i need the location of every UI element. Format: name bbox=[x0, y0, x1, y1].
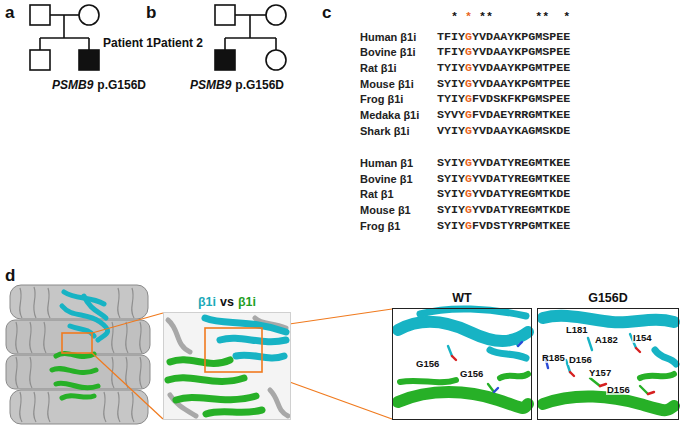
mutant-panel: G156DL181A182I154R185D156Y157D156 bbox=[537, 308, 679, 420]
mutated-residue: G bbox=[465, 31, 472, 44]
sequence-fragment: VYIY bbox=[437, 125, 465, 138]
panel-heading-row: β1i vs β1i bbox=[144, 292, 310, 310]
conservation-star: * bbox=[451, 11, 458, 24]
residue-label: Y157 bbox=[588, 368, 612, 378]
mutated-residue: G bbox=[465, 220, 472, 233]
mutated-residue: G bbox=[465, 204, 472, 217]
species-name: Human β1i bbox=[360, 31, 416, 44]
sequence-fragment: YVDATYREGMTKEE bbox=[472, 157, 570, 170]
pedigree-a bbox=[30, 5, 99, 70]
mutated-residue: G bbox=[465, 93, 472, 106]
patient-label: Patient 1 bbox=[103, 37, 153, 51]
sequence-fragment: YVDAAYKPGMSPEE bbox=[472, 46, 570, 59]
panel-letter: b bbox=[146, 3, 156, 23]
sequence-fragment: SYIY bbox=[437, 188, 465, 201]
mutated-residue: G bbox=[465, 125, 472, 138]
variant-label: p.G156D bbox=[235, 79, 284, 93]
wt-panel: WTG156G156 bbox=[392, 308, 532, 420]
species-name: Human β1 bbox=[360, 157, 413, 170]
panel-heading: β1i bbox=[198, 295, 216, 309]
sequence-fragment: SYIY bbox=[437, 78, 465, 91]
conservation-star: ** bbox=[535, 11, 549, 24]
sequence-fragment: SYIY bbox=[437, 157, 465, 170]
species-name: Rat β1 bbox=[360, 188, 394, 201]
mutated-residue: G bbox=[465, 46, 472, 59]
residue-label: I154 bbox=[632, 333, 653, 343]
sequence-fragment: YVDAAYKAGMSKDE bbox=[472, 125, 570, 138]
sequence-fragment: TFIY bbox=[437, 31, 465, 44]
gene-name: PSMB9 bbox=[52, 79, 93, 93]
sequence-fragment: TYIY bbox=[437, 93, 465, 106]
sequence-fragment: FVDSTYRPGMTKEE bbox=[472, 220, 570, 233]
panel-heading: WT bbox=[452, 291, 471, 305]
residue-label: D156 bbox=[568, 355, 593, 365]
residue-label: R185 bbox=[541, 353, 566, 363]
panel-heading: G156D bbox=[588, 291, 628, 305]
conservation-star: * bbox=[465, 11, 472, 24]
residue-label: D156 bbox=[606, 385, 631, 395]
sequence-fragment: SYIY bbox=[437, 173, 465, 186]
species-name: Bovine β1i bbox=[360, 46, 416, 59]
mutated-residue: G bbox=[465, 157, 472, 170]
sequence-fragment: YVDAAYKPGMTPEE bbox=[472, 62, 570, 75]
sequence-fragment: FVDAEYRRGMTKEE bbox=[472, 109, 570, 122]
species-name: Rat β1i bbox=[360, 62, 397, 75]
panel-heading: vs bbox=[220, 295, 234, 309]
mutated-residue: G bbox=[465, 173, 472, 186]
residue-label: L181 bbox=[565, 325, 589, 335]
sequence-fragment: TFIY bbox=[437, 46, 465, 59]
mutated-residue: G bbox=[465, 188, 472, 201]
species-name: Medaka β1i bbox=[360, 109, 419, 122]
sequence-fragment: YVDATYREGMTKDE bbox=[472, 204, 570, 217]
panel-heading-row: G156D bbox=[518, 288, 685, 306]
panel-letter: c bbox=[322, 3, 331, 23]
conservation-star: ** bbox=[479, 11, 493, 24]
species-name: Shark β1i bbox=[360, 125, 410, 138]
panel-heading: β1i bbox=[238, 295, 256, 309]
mutated-residue: G bbox=[465, 109, 472, 122]
sequence-fragment: SYIY bbox=[437, 220, 465, 233]
sequence-fragment: SYVY bbox=[437, 109, 465, 122]
gene-name: PSMB9 bbox=[190, 79, 231, 93]
species-name: Bovine β1 bbox=[360, 173, 413, 186]
mutated-residue: G bbox=[465, 62, 472, 75]
mutated-residue: G bbox=[465, 78, 472, 91]
sequence-fragment: YVDAAYKPGMTPEE bbox=[472, 78, 570, 91]
variant-label: p.G156D bbox=[97, 79, 146, 93]
residue-label: G156 bbox=[415, 359, 440, 369]
dimer-panel: β1ivsβ1i bbox=[163, 312, 291, 420]
species-name: Frog β1 bbox=[360, 220, 400, 233]
zoom-lines bbox=[92, 309, 392, 419]
residue-label: G156 bbox=[459, 369, 484, 379]
panel-heading-row: WT bbox=[373, 288, 551, 306]
sequence-fragment: FVDSKFKPGMSPEE bbox=[472, 93, 570, 106]
sequence-fragment: YVDATYREGMTKEE bbox=[472, 173, 570, 186]
pedigree-b bbox=[215, 5, 286, 70]
species-name: Frog β1i bbox=[360, 93, 403, 106]
wt-closeup bbox=[398, 309, 528, 408]
sequence-fragment: YVDATYREGMTKDE bbox=[472, 188, 570, 201]
panel-letter: a bbox=[5, 3, 14, 23]
patient-label: Patient 2 bbox=[153, 37, 203, 51]
proteasome-structure bbox=[6, 285, 150, 424]
sequence-fragment: YVDAAYKPGMSPEE bbox=[472, 31, 570, 44]
sequence-fragment: TYIY bbox=[437, 62, 465, 75]
sequence-fragment: SYIY bbox=[437, 204, 465, 217]
conservation-star: * bbox=[563, 11, 570, 24]
species-name: Mouse β1i bbox=[360, 78, 414, 91]
species-name: Mouse β1 bbox=[360, 204, 411, 217]
panel-letter: d bbox=[5, 266, 15, 286]
dimer-closeup bbox=[163, 312, 291, 420]
residue-label: A182 bbox=[594, 335, 619, 345]
